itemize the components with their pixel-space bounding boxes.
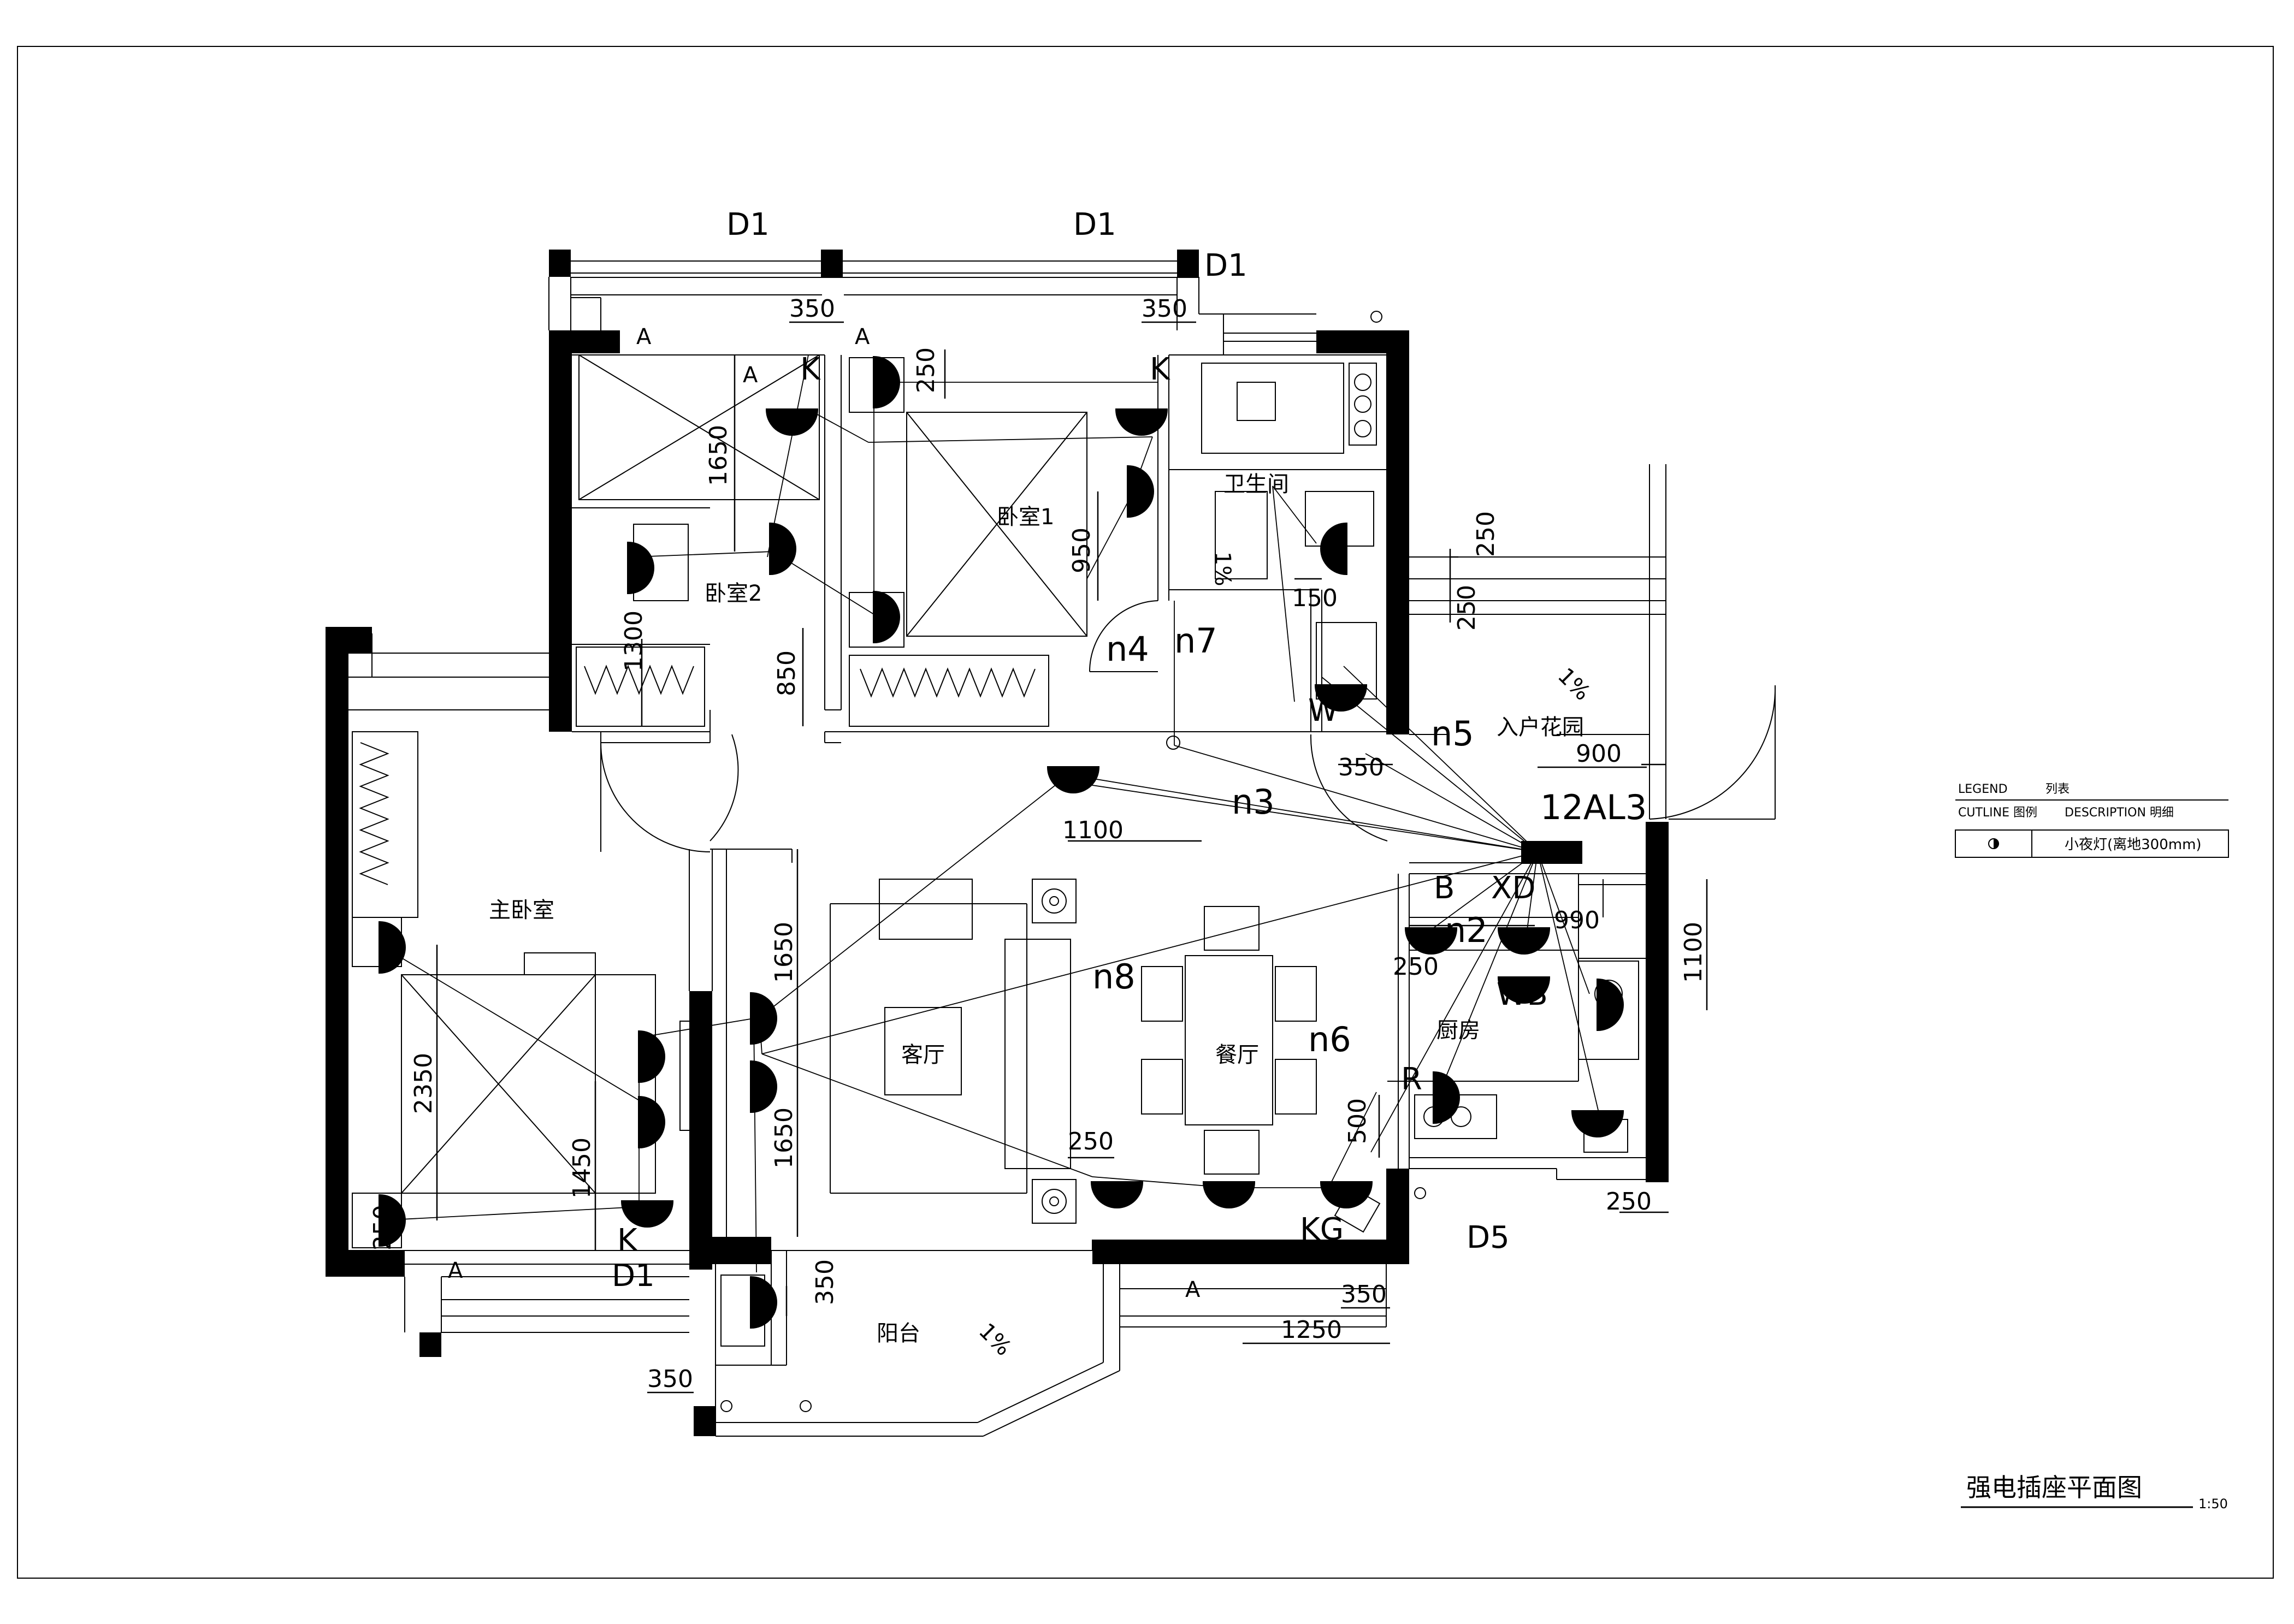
furniture bbox=[352, 311, 1639, 1412]
tag-w: W bbox=[1308, 693, 1338, 728]
dim-250-kitchen-bottom: 250 bbox=[1606, 1188, 1652, 1216]
room-bedroom1: 卧室1 bbox=[997, 505, 1054, 530]
dim-350-top-b: 350 bbox=[1142, 295, 1187, 323]
dim-350-balcony: 350 bbox=[811, 1259, 839, 1305]
room-bath: 卫生间 bbox=[1223, 472, 1289, 497]
dim-250-living: 250 bbox=[1068, 1128, 1114, 1155]
room-balcony: 阳台 bbox=[877, 1321, 920, 1346]
tag-d1-c: D1 bbox=[1204, 248, 1247, 283]
slope-bath: 1% bbox=[1210, 552, 1235, 586]
room-garden: 入户花园 bbox=[1497, 715, 1584, 740]
night-light-icon bbox=[1988, 838, 1999, 849]
room-labels: 卧室1 卧室2 主卧室 卫生间 客厅 餐厅 厨房 阳台 入户花园 1% 1% 1… bbox=[489, 472, 1595, 1361]
structure-lines bbox=[348, 260, 1775, 1437]
dim-1250: 1250 bbox=[1281, 1316, 1342, 1344]
tag-a4: A bbox=[448, 1258, 463, 1283]
dim-250-bath-low: 250 bbox=[1453, 585, 1481, 631]
legend-item: 小夜灯(离地300mm) bbox=[2065, 837, 2202, 853]
tag-a1: A bbox=[636, 324, 652, 349]
distribution-panel bbox=[1521, 841, 1582, 864]
circuit-n5: n5 bbox=[1431, 714, 1474, 754]
dim-1450: 1450 bbox=[568, 1137, 596, 1199]
room-dining: 餐厅 bbox=[1215, 1042, 1259, 1068]
room-kitchen: 厨房 bbox=[1436, 1018, 1480, 1043]
tag-b: B bbox=[1434, 870, 1455, 906]
dim-350-garden: 350 bbox=[1338, 754, 1384, 781]
dim-950: 950 bbox=[1068, 527, 1096, 573]
circuit-n2: n2 bbox=[1445, 910, 1488, 950]
dim-250-bed1: 250 bbox=[912, 347, 940, 393]
room-living: 客厅 bbox=[901, 1042, 945, 1068]
drawing-title: 强电插座平面图 bbox=[1966, 1473, 2142, 1502]
socket-outlets bbox=[379, 355, 1625, 1330]
tag-d1-d: D1 bbox=[612, 1258, 655, 1294]
tag-k1: K bbox=[800, 352, 821, 387]
dim-990: 990 bbox=[1554, 906, 1600, 934]
legend-description: DESCRIPTION 明细 bbox=[2065, 806, 2174, 820]
tag-r: R bbox=[1401, 1062, 1422, 1097]
tag-d5: D5 bbox=[1467, 1220, 1510, 1255]
tag-d1-b: D1 bbox=[1073, 207, 1116, 242]
dim-250-kitchen: 250 bbox=[1393, 953, 1439, 981]
dim-1300: 1300 bbox=[620, 611, 648, 672]
tag-labels: D1 D1 D1 D1 D5 K K K KG W B XD WB R A A … bbox=[448, 207, 1548, 1302]
room-bedroom2: 卧室2 bbox=[705, 581, 762, 606]
drawing-scale: 1:50 bbox=[2198, 1496, 2228, 1512]
dimension-text: 350 350 350 350 350 350 250 250 250 250 … bbox=[369, 295, 1707, 1393]
dim-1650-living-top: 1650 bbox=[770, 922, 798, 983]
tag-wb: WB bbox=[1497, 977, 1548, 1012]
legend: LEGEND 列表 CUTLINE 图例 DESCRIPTION 明细 小夜灯(… bbox=[1955, 783, 2229, 858]
slope-garden: 1% bbox=[1553, 663, 1595, 706]
tag-a2: A bbox=[743, 363, 758, 388]
dim-350-bottom: 350 bbox=[1341, 1281, 1387, 1308]
dim-250-master: 250 bbox=[369, 1205, 397, 1250]
room-master: 主卧室 bbox=[489, 898, 554, 923]
tag-kg: KG bbox=[1300, 1212, 1344, 1247]
tag-a5: A bbox=[1185, 1277, 1201, 1302]
circuit-n3: n3 bbox=[1232, 782, 1275, 822]
circuit-n7: n7 bbox=[1174, 621, 1217, 661]
circuit-n6: n6 bbox=[1308, 1020, 1351, 1059]
tag-a3: A bbox=[855, 324, 870, 349]
dim-350-balcony-left: 350 bbox=[647, 1365, 693, 1393]
dim-2350: 2350 bbox=[410, 1053, 437, 1114]
tag-d1-a: D1 bbox=[726, 207, 770, 242]
dim-150: 150 bbox=[1292, 584, 1338, 612]
dim-350-top-a: 350 bbox=[789, 295, 835, 323]
dim-1650-bed2: 1650 bbox=[705, 425, 732, 486]
dim-850: 850 bbox=[773, 650, 801, 696]
sheet-border bbox=[17, 46, 2274, 1579]
dim-250-bath-right: 250 bbox=[1472, 511, 1500, 557]
door-swings bbox=[600, 600, 1776, 852]
slope-balcony: 1% bbox=[974, 1319, 1016, 1361]
dim-1100-kitchen: 1100 bbox=[1680, 922, 1707, 983]
circuit-n8: n8 bbox=[1092, 957, 1136, 997]
circuit-labels: n2 n3 n4 n5 n6 n7 n8 12AL3 bbox=[1092, 621, 1647, 1059]
walls bbox=[326, 250, 1669, 1436]
tag-k2: K bbox=[1150, 352, 1170, 387]
dimension-lines bbox=[436, 321, 1708, 1394]
dim-900: 900 bbox=[1576, 740, 1622, 768]
wiring bbox=[379, 354, 1601, 1273]
tag-xd: XD bbox=[1491, 870, 1535, 906]
legend-header-cn: 列表 bbox=[2045, 783, 2070, 796]
legend-cutline: CUTLINE 图例 bbox=[1958, 806, 2037, 820]
title-block: 强电插座平面图 1:50 bbox=[1961, 1473, 2228, 1512]
dim-500: 500 bbox=[1344, 1098, 1371, 1144]
dim-1650-living-low: 1650 bbox=[770, 1107, 798, 1169]
circuit-panel: 12AL3 bbox=[1540, 787, 1647, 827]
dim-1100-living: 1100 bbox=[1062, 816, 1124, 844]
tag-k3: K bbox=[617, 1223, 638, 1258]
circuit-n4: n4 bbox=[1106, 629, 1149, 669]
legend-header-en: LEGEND bbox=[1958, 783, 2008, 796]
